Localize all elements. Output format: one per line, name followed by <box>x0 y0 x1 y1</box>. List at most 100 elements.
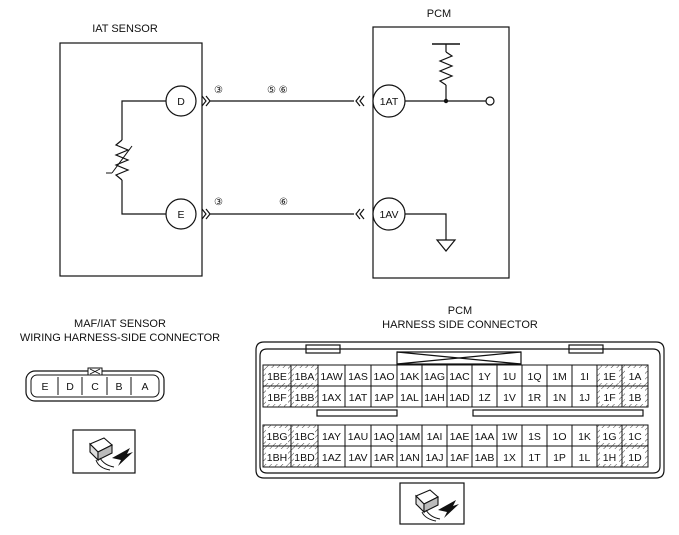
pcm-pin-label: 1S <box>528 431 541 443</box>
pcm-pin-hatch <box>597 446 622 467</box>
pcm-pin-hatch <box>263 425 291 446</box>
maf-connector-title-1: MAF/IAT SENSOR <box>74 318 166 330</box>
pcm-pin-label: 1AA <box>475 431 495 443</box>
pcm-pin-hatch <box>597 386 622 407</box>
pcm-pin-label: 1AW <box>320 371 342 383</box>
pcm-pin-hatch <box>291 446 318 467</box>
pcm-pin-hatch <box>291 365 318 386</box>
iat-pin-d <box>165 85 197 117</box>
top-wire-label: ⑤ ⑥ <box>267 85 288 96</box>
resistor-icon <box>438 51 454 86</box>
maf-pin-b: B <box>115 381 122 393</box>
pcm-pin-label: 1U <box>503 371 516 383</box>
pcm-pin-label: 1AH <box>424 392 444 404</box>
pcm-pin-label: 1L <box>579 452 591 464</box>
pcm-pin-label: 1AX <box>322 392 342 404</box>
pcm-pin-label: 1BA <box>295 371 315 383</box>
connector-plug-icon <box>72 429 136 474</box>
pcm-pin-label: 1BF <box>267 392 286 404</box>
pcm-pin-label: 1H <box>603 452 616 464</box>
pcm-pin-label: 1AG <box>424 371 445 383</box>
pcm-pin-label: 1AI <box>427 431 443 443</box>
pcm-pin-label: 1W <box>502 431 518 443</box>
pcm-connector-title-2: HARNESS SIDE CONNECTOR <box>382 319 538 331</box>
bottom-wire-connector-number: ③ <box>214 197 223 208</box>
maf-pin-c: C <box>91 381 99 393</box>
pcm-pin-hatch <box>291 386 318 407</box>
pcm-title: PCM <box>427 8 451 20</box>
pcm-pin-label: 1BC <box>294 431 315 443</box>
maf-connector-title-2: WIRING HARNESS-SIDE CONNECTOR <box>20 332 220 344</box>
pcm-pin-label: 1BD <box>294 452 315 464</box>
pcm-pin-1at-label: 1AT <box>380 96 399 108</box>
pcm-pin-label: 1Y <box>478 371 491 383</box>
iat-pin-d-label: D <box>177 96 185 108</box>
pcm-pin-label: 1AY <box>322 431 341 443</box>
pcm-input-terminal <box>485 96 495 106</box>
maf-pin-d: D <box>66 381 74 393</box>
pcm-pin-label: 1AD <box>449 392 470 404</box>
pcm-pin-hatch <box>597 365 622 386</box>
pcm-pin-label: 1Q <box>527 371 541 383</box>
pcm-pin-hatch <box>263 446 291 467</box>
pcm-pin-label: 1E <box>603 371 616 383</box>
pcm-pin-label: 1AR <box>374 452 395 464</box>
pcm-pin-label: 1C <box>628 431 642 443</box>
pcm-pin-label: 1AN <box>399 452 419 464</box>
pcm-pin-label: 1AC <box>449 371 470 383</box>
pcm-pin-label: 1AT <box>349 392 368 404</box>
pcm-pin-label: 1J <box>579 392 590 404</box>
thermistor-icon <box>106 139 133 181</box>
pcm-pin-label: 1AZ <box>322 452 342 464</box>
pcm-pin-label: 1B <box>629 392 642 404</box>
pcm-pin-hatch <box>263 386 291 407</box>
ground-symbol-icon <box>435 239 457 252</box>
pcm-pin-label: 1N <box>553 392 566 404</box>
pcm-pin-hatch <box>597 425 622 446</box>
maf-pin-e: E <box>41 381 48 393</box>
pcm-pin-1av-label: 1AV <box>379 209 398 221</box>
pcm-pin-label: 1X <box>503 452 516 464</box>
pcm-pin-label: 1AK <box>400 371 420 383</box>
pcm-pin-label: 1G <box>602 431 616 443</box>
iat-pin-e <box>165 198 197 230</box>
pcm-pin-label: 1BG <box>266 431 287 443</box>
connector-plug-icon <box>399 482 465 525</box>
iat-sensor-box <box>59 42 203 277</box>
iat-pin-e-label: E <box>177 209 184 221</box>
pcm-pin-label: 1AF <box>450 452 469 464</box>
pcm-pin-hatch <box>622 446 648 467</box>
bottom-wire-label: ⑥ <box>279 197 288 208</box>
pcm-pin-label: 1M <box>552 371 567 383</box>
pcm-pin-label: 1AJ <box>425 452 443 464</box>
pcm-box <box>372 26 510 279</box>
pcm-pin-label: 1D <box>628 452 642 464</box>
maf-pin-a: A <box>141 381 148 393</box>
pcm-connector-title-1: PCM <box>448 305 472 317</box>
pcm-pin-label: 1AV <box>348 452 367 464</box>
pcm-pin-label: 1Z <box>478 392 491 404</box>
pcm-pin-label: 1AB <box>475 452 495 464</box>
pcm-pin-label: 1F <box>603 392 615 404</box>
pcm-pin-label: 1AQ <box>373 431 394 443</box>
pcm-pin-hatch <box>622 425 648 446</box>
pcm-pin-label: 1AE <box>450 431 470 443</box>
top-wire-connector-number: ③ <box>214 85 223 96</box>
pcm-pin-label: 1I <box>580 371 589 383</box>
pcm-pin-label: 1T <box>528 452 541 464</box>
pcm-pin-label: 1BB <box>295 392 315 404</box>
iat-sensor-title: IAT SENSOR <box>92 23 158 35</box>
pcm-pin-label: 1K <box>578 431 591 443</box>
pcm-pin-label: 1AU <box>348 431 368 443</box>
pcm-pin-label: 1O <box>552 431 566 443</box>
pcm-pin-label: 1AL <box>400 392 419 404</box>
pcm-connector-shell <box>255 341 665 479</box>
pcm-pin-label: 1AO <box>373 371 394 383</box>
pcm-pin-hatch <box>622 365 648 386</box>
pcm-pin-label: 1R <box>528 392 542 404</box>
pcm-pin-label: 1AM <box>399 431 421 443</box>
pcm-pin-label: 1BH <box>267 452 287 464</box>
pcm-pin-hatch <box>622 386 648 407</box>
pcm-pin-label: 1BE <box>267 371 287 383</box>
